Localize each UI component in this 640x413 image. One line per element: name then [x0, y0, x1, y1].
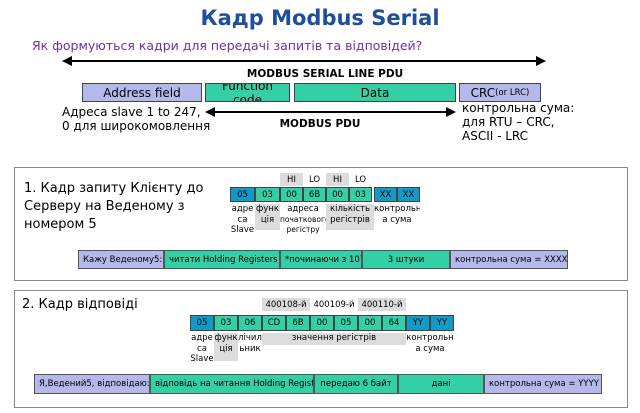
serial-pdu-label: MODBUS SERIAL LINE PDU: [246, 68, 404, 80]
response-strip-checksum: контрольна сума = YYYY: [484, 374, 602, 394]
request-lo-1: LO: [308, 174, 321, 185]
crc-note: контрольна сума: для RTU – CRC, ASCII - …: [462, 101, 575, 143]
response-strip-action: відповідь на читання Holding Registers: [150, 374, 314, 394]
response-byte: 05: [334, 315, 358, 331]
response-byte: 03: [214, 315, 238, 331]
response-byte: YY: [406, 315, 430, 331]
response-byte: 06: [238, 315, 262, 331]
address-field-box: Address field: [82, 83, 202, 102]
response-register-header: 400110-й: [358, 298, 406, 311]
request-strip-checksum: контрольна сума = XXXX: [450, 250, 568, 269]
page-subtitle: Як формуються кадри для передачі запитів…: [32, 38, 423, 53]
response-byte: 00: [310, 315, 334, 331]
response-byte: CD: [262, 315, 286, 331]
response-register-header: 400109-й: [313, 299, 355, 310]
response-register-header: 400108-й: [262, 298, 310, 311]
request-strip-start: *починаючи з 107: [280, 250, 362, 269]
request-strip-count: 3 штуки: [362, 250, 450, 269]
response-title: 2. Кадр відповіді: [22, 297, 138, 312]
function-code-box: Function code: [205, 83, 290, 102]
request-byte: XX: [397, 187, 420, 202]
request-byte: 03: [349, 187, 372, 202]
response-byte: 00: [358, 315, 382, 331]
response-strip-from: Я,Ведений5, відповідаю:: [34, 374, 150, 394]
request-title: 1. Кадр запиту Клієнту до Серверу на Вед…: [24, 181, 204, 232]
request-byte: 05: [230, 187, 255, 202]
request-strip-to: Кажу Веденому5:: [78, 250, 164, 269]
response-byte: 05: [190, 315, 214, 331]
request-strip-action: читати Holding Registers: [164, 250, 280, 269]
address-note: Адреса slave 1 to 247, 0 для широкомовле…: [62, 105, 211, 133]
request-byte: 03: [255, 187, 280, 202]
response-label-values: значення регістрів: [262, 333, 406, 345]
request-byte: 00: [280, 187, 303, 202]
request-byte: 6B: [303, 187, 326, 202]
response-strip-bytes: передаю 6 байт: [314, 374, 398, 394]
response-byte: YY: [430, 315, 454, 331]
response-byte: 6B: [286, 315, 310, 331]
request-byte: XX: [374, 187, 397, 202]
response-byte: 64: [382, 315, 406, 331]
data-box: Data: [294, 83, 456, 102]
crc-box: CRC (or LRC): [459, 83, 541, 102]
request-hi-1: HI: [280, 173, 303, 186]
page-title: Кадр Modbus Serial: [200, 6, 440, 30]
modbus-pdu-label: MODBUS PDU: [279, 118, 361, 130]
request-byte: 00: [326, 187, 349, 202]
request-lo-2: LO: [354, 174, 367, 185]
response-strip-data: дані: [398, 374, 484, 394]
request-hi-2: HI: [326, 173, 349, 186]
